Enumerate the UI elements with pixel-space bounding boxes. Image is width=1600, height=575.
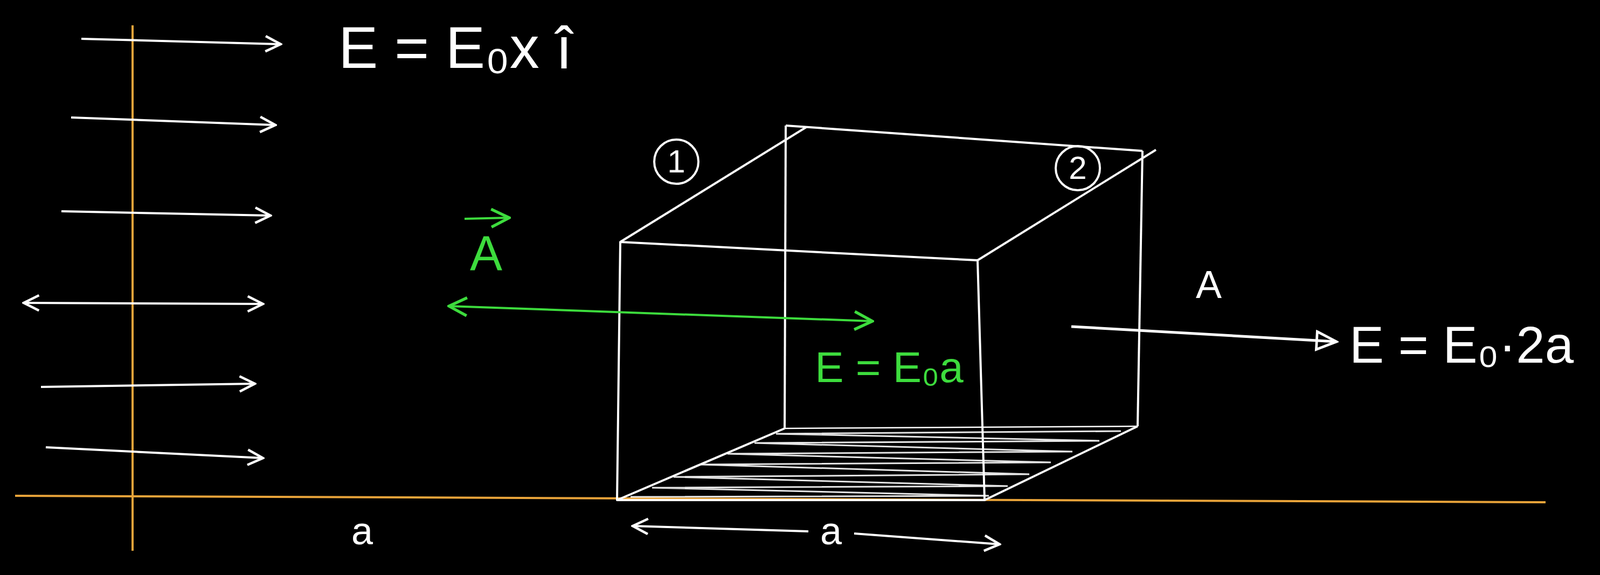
area-label: A	[1195, 265, 1222, 304]
hatched-face	[630, 431, 1121, 497]
field-arrows	[23, 38, 281, 459]
axes	[15, 25, 1546, 551]
field-value: E = E₀·2a	[1349, 319, 1574, 371]
circled-number: 1	[652, 137, 701, 186]
vector-arrow	[464, 217, 510, 219]
field-equation: E = E₀x î	[338, 17, 573, 78]
circled-number: 2	[1054, 144, 1102, 192]
callout-number: 2	[1054, 144, 1102, 192]
area-vector	[448, 306, 873, 322]
vector-label: A	[469, 229, 503, 278]
cube	[617, 125, 1156, 501]
dimension-label: a	[815, 510, 847, 552]
callout-number: 1	[652, 137, 701, 186]
field-arrow-right	[1071, 326, 1337, 342]
dimension-label: a	[351, 511, 373, 551]
field-value: E = E₀a	[810, 344, 968, 391]
